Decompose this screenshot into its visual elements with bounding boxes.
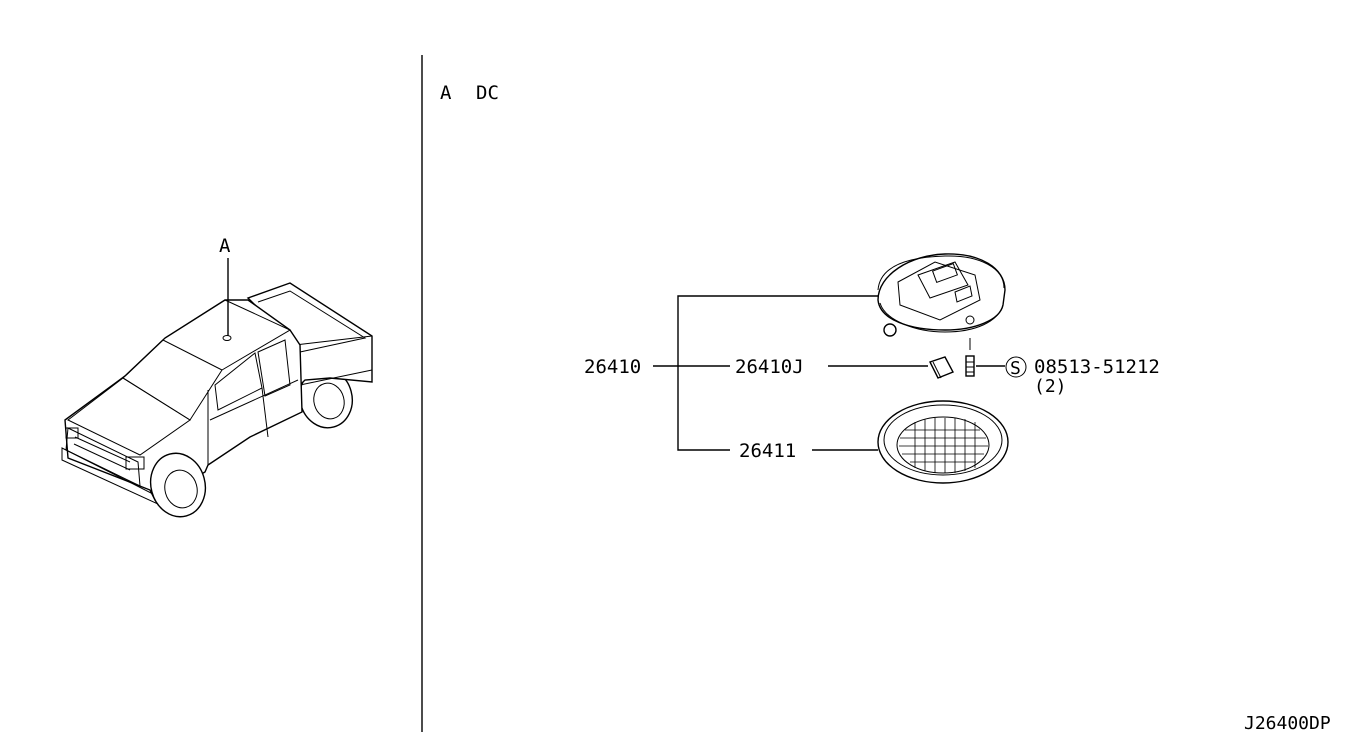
part-number-lens: 26411: [739, 440, 796, 462]
part-number-assembly: 26410: [584, 356, 641, 378]
detail-view-label: A: [440, 82, 452, 104]
view-key-label: A: [219, 235, 231, 257]
lamp-housing: [877, 253, 1006, 337]
leader-lines: [653, 295, 1005, 451]
lamp-location-marker: [222, 335, 232, 341]
screw-quantity: (2): [1034, 376, 1067, 397]
screw-icon: [965, 338, 1027, 378]
front-wheel: [149, 452, 207, 518]
bulb-icon: [929, 356, 954, 379]
cargo-bed: [246, 282, 373, 387]
screw-symbol: S: [1010, 358, 1021, 379]
variant-label: DC: [476, 82, 499, 104]
part-number-bulb: 26410J: [735, 356, 804, 378]
part-number-screw: 08513-51212: [1034, 356, 1160, 378]
cab-body: [61, 299, 303, 507]
lamp-lens: [877, 400, 1009, 484]
diagram-code: J26400DP: [1244, 713, 1331, 734]
rear-wheel: [299, 367, 353, 429]
vehicle-illustration: [61, 258, 373, 518]
